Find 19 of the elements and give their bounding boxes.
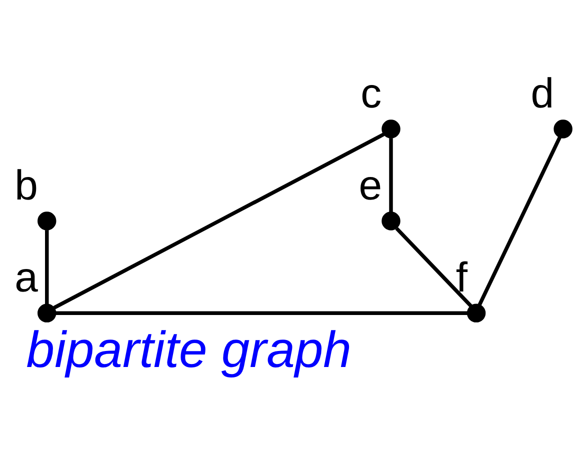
caption: bipartite graph xyxy=(26,320,352,378)
connector xyxy=(478,136,562,305)
node-label: c xyxy=(360,69,382,116)
node-label: d xyxy=(530,69,554,116)
connector xyxy=(53,132,385,309)
node-circle xyxy=(554,119,572,138)
connector xyxy=(395,226,472,307)
connector xyxy=(45,230,49,304)
connector xyxy=(56,310,468,314)
node-circle xyxy=(382,119,400,138)
node-circle xyxy=(38,211,56,230)
connector xyxy=(389,138,393,212)
node-label: b xyxy=(14,161,38,208)
node-label: e xyxy=(358,161,382,208)
node-label: a xyxy=(14,253,38,300)
node-circle xyxy=(38,303,56,322)
node-label: f xyxy=(456,253,468,300)
node-circle xyxy=(382,211,400,230)
node-circle xyxy=(466,303,486,322)
